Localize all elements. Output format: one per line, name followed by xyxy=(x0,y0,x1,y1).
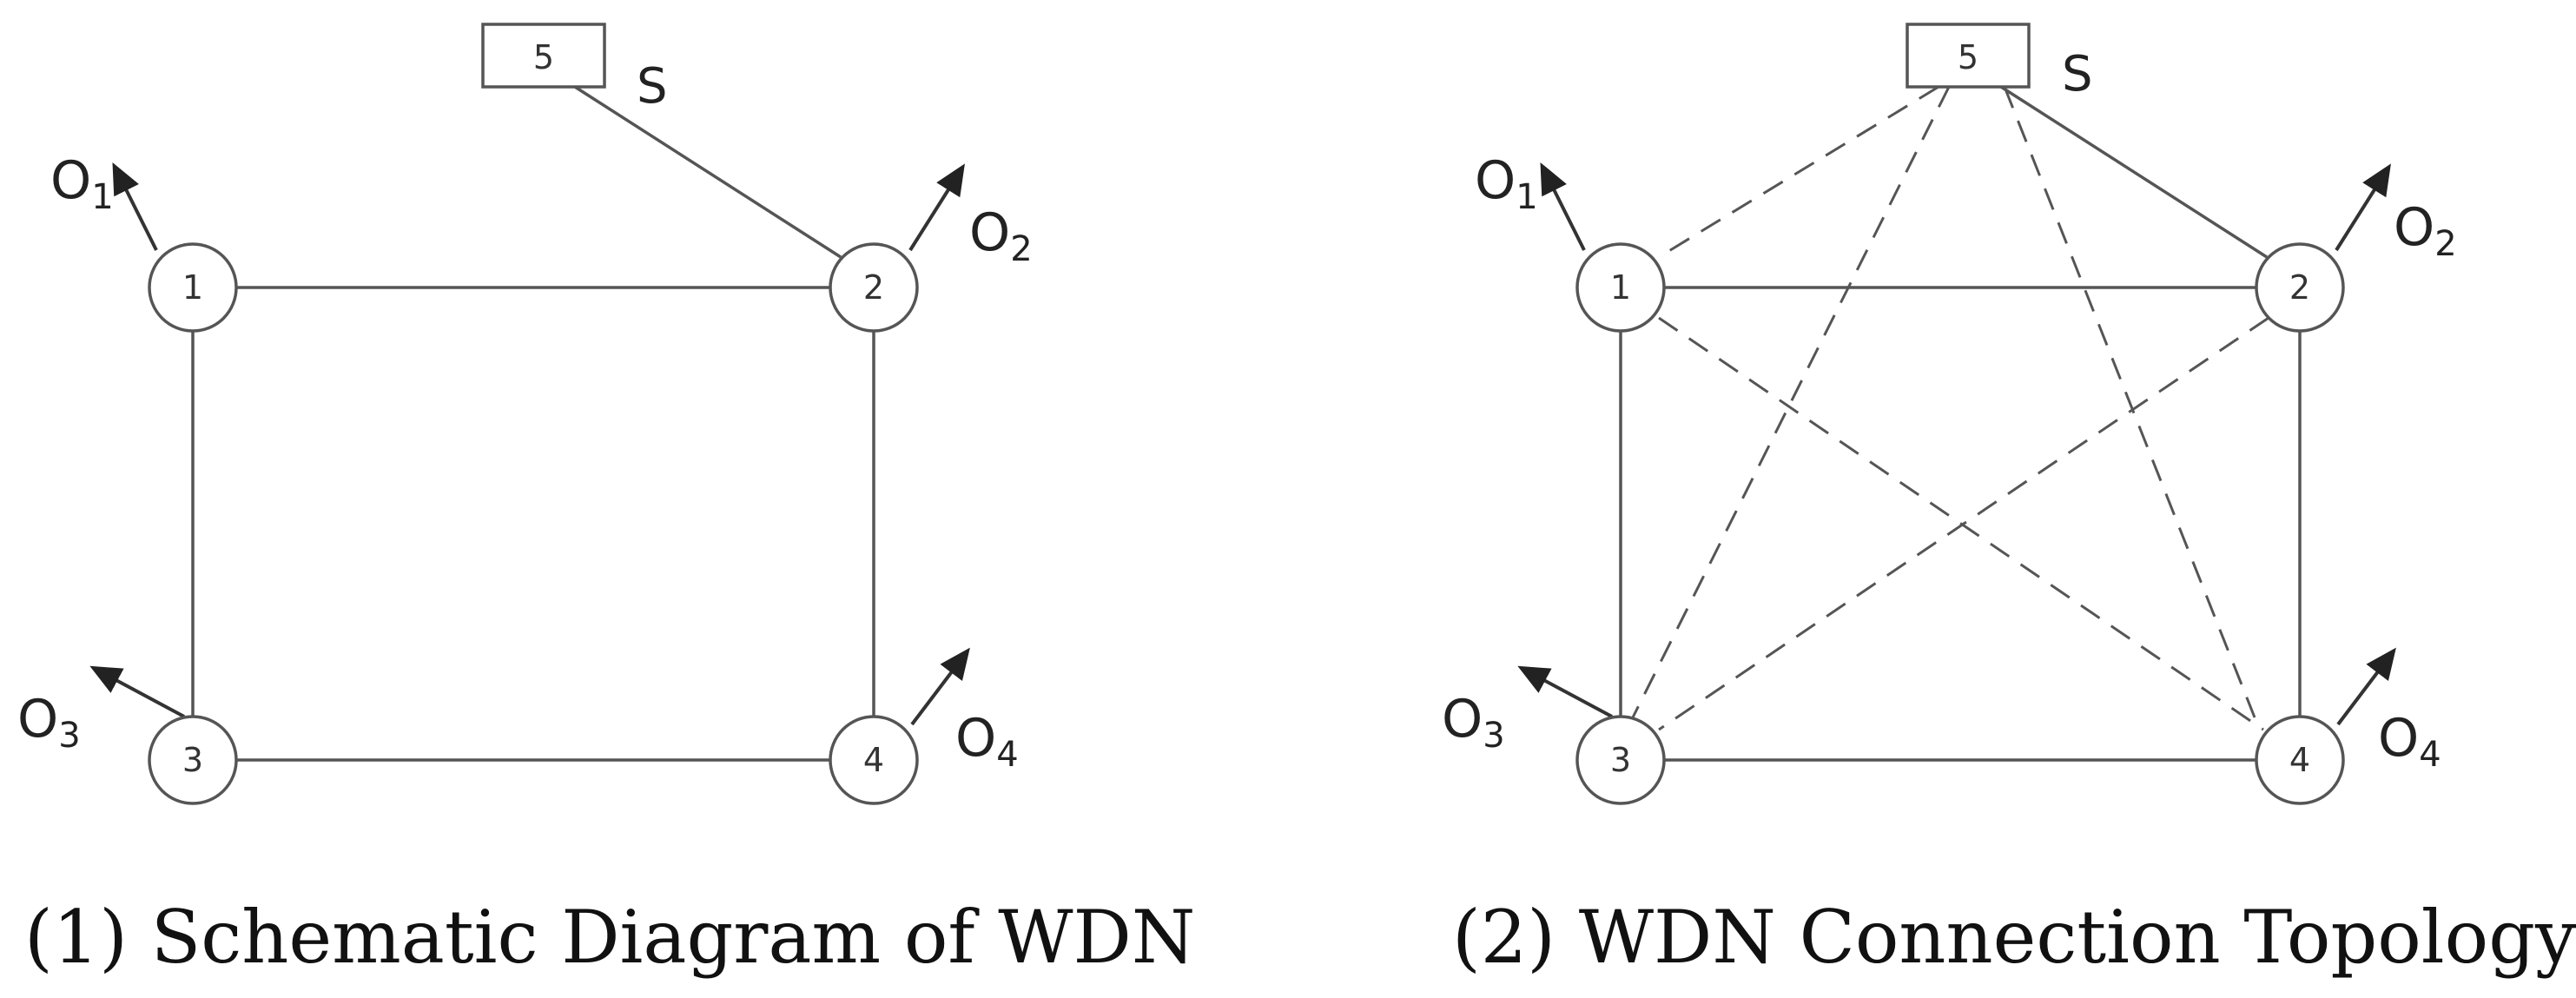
outflow-label-sub: 1 xyxy=(91,177,113,217)
outflow-label-2: O2 xyxy=(969,202,1033,269)
caption-panel-1: (1) Schematic Diagram of WDN xyxy=(24,895,1196,980)
link-5-3 xyxy=(1631,86,1951,718)
outflow-arrow-2 xyxy=(908,163,965,252)
node-circle xyxy=(2255,715,2345,805)
node-circle xyxy=(2255,242,2345,333)
outflow-arrow-3 xyxy=(1517,665,1613,718)
node-circle xyxy=(1575,715,1666,805)
link-5-4 xyxy=(2003,86,2256,718)
outflow-label-main: O xyxy=(2378,708,2419,769)
outflow-label-4: O4 xyxy=(2378,708,2441,775)
node-circle xyxy=(148,715,238,805)
source-tank xyxy=(481,23,606,89)
node-3: 3 xyxy=(148,715,238,805)
outflow-label-3: O3 xyxy=(17,689,81,756)
source-tank-label: 5 xyxy=(1958,38,1978,76)
caption-panel-2: (2) WDN Connection Topology xyxy=(1452,895,2576,980)
outflow-label-main: O xyxy=(2394,197,2434,258)
source-label: S xyxy=(637,58,668,115)
outflow-label-main: O xyxy=(17,689,58,750)
pipe-5-2 xyxy=(574,85,842,259)
outflow-label-main: O xyxy=(969,202,1010,263)
outflow-arrow-1 xyxy=(112,162,158,251)
node-4: 4 xyxy=(2255,715,2345,805)
outflow-label-sub: 4 xyxy=(2419,735,2441,775)
node-3: 3 xyxy=(1575,715,1666,805)
node-label: 3 xyxy=(1610,741,1631,779)
outflow-arrow-4 xyxy=(2336,647,2396,726)
outflow-label-4: O4 xyxy=(955,708,1019,775)
wdn-figure: 5 S O1 O2 O3 O4 1 2 3 4 xyxy=(17,23,2457,805)
source-tank xyxy=(1906,23,2031,89)
link-2-3 xyxy=(1658,316,2269,731)
panel-schematic: 5 S O1 O2 O3 O4 1 2 3 4 xyxy=(17,23,1033,805)
link-5-1 xyxy=(1658,85,1939,259)
outflow-arrow-1 xyxy=(1540,162,1586,251)
outflow-arrow-2 xyxy=(2335,163,2391,252)
outflow-label-sub: 3 xyxy=(1483,716,1504,756)
link-1-4 xyxy=(1658,316,2264,731)
node-2: 2 xyxy=(829,242,919,333)
outflow-label-main: O xyxy=(1442,689,1483,750)
node-label: 3 xyxy=(182,741,203,779)
node-circle xyxy=(148,242,238,333)
panel-topology: 5 S O1 O2 O3 O4 1 2 3 4 xyxy=(1442,23,2457,805)
pipe-5-2 xyxy=(2000,85,2268,259)
outflow-label-sub: 1 xyxy=(1516,177,1537,217)
outflow-label-1: O1 xyxy=(50,150,114,217)
node-1: 1 xyxy=(1575,242,1666,333)
node-circle xyxy=(1575,242,1666,333)
node-label: 1 xyxy=(182,268,203,307)
outflow-label-sub: 4 xyxy=(996,735,1018,775)
outflow-label-sub: 2 xyxy=(1010,229,1032,269)
outflow-label-main: O xyxy=(1475,150,1516,211)
outflow-label-2: O2 xyxy=(2394,197,2457,264)
outflow-arrow-4 xyxy=(910,647,970,726)
node-label: 2 xyxy=(2289,268,2310,307)
source-tank-label: 5 xyxy=(533,38,554,76)
node-2: 2 xyxy=(2255,242,2345,333)
node-circle xyxy=(829,715,919,805)
outflow-label-1: O1 xyxy=(1475,150,1538,217)
node-label: 2 xyxy=(863,268,884,307)
outflow-label-main: O xyxy=(50,150,91,211)
outflow-label-main: O xyxy=(955,708,996,769)
outflow-label-3: O3 xyxy=(1442,689,1505,756)
source-label: S xyxy=(2062,46,2093,102)
outflow-arrow-3 xyxy=(89,665,185,718)
node-label: 1 xyxy=(1610,268,1631,307)
node-label: 4 xyxy=(863,741,884,779)
node-1: 1 xyxy=(148,242,238,333)
outflow-label-sub: 3 xyxy=(58,716,80,756)
node-4: 4 xyxy=(829,715,919,805)
node-circle xyxy=(829,242,919,333)
outflow-label-sub: 2 xyxy=(2434,224,2456,264)
node-label: 4 xyxy=(2289,741,2310,779)
